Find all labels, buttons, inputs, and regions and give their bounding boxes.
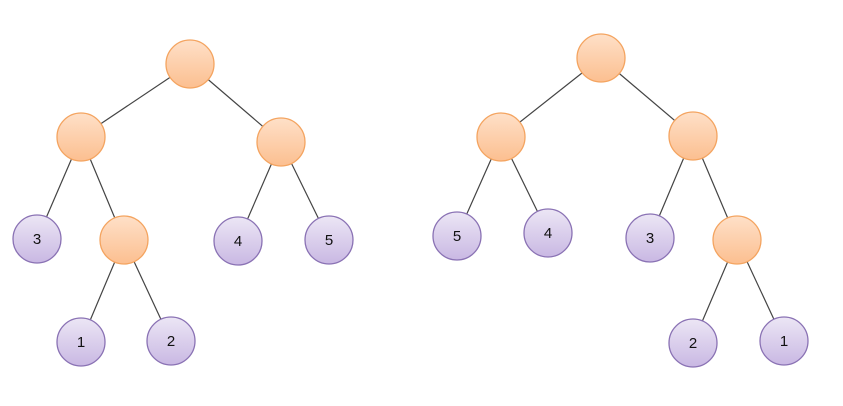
- node-label: 1: [77, 334, 85, 351]
- internal-node: [576, 33, 626, 83]
- node-circle: [668, 111, 718, 161]
- node-circle: [304, 215, 354, 265]
- node-label: 3: [646, 230, 654, 247]
- internal-node: [712, 215, 762, 265]
- node-circle: [213, 216, 263, 266]
- node-label: 1: [780, 333, 788, 350]
- node-circle: [146, 316, 196, 366]
- right-tree: 5 4 3 2 1: [432, 33, 809, 368]
- node-label: 4: [544, 225, 552, 242]
- leaf-node: 4: [213, 216, 263, 266]
- node-circle: [12, 214, 62, 264]
- node-label: 2: [167, 333, 175, 350]
- node-circle: [759, 316, 809, 366]
- leaf-node: 5: [432, 211, 482, 261]
- node-circle: [432, 211, 482, 261]
- internal-node: [668, 111, 718, 161]
- leaf-node: 1: [759, 316, 809, 366]
- internal-node: [165, 39, 215, 89]
- leaf-node: 2: [668, 318, 718, 368]
- node-circle: [476, 112, 526, 162]
- node-label: 3: [33, 231, 41, 248]
- node-circle: [99, 215, 149, 265]
- leaf-node: 1: [56, 317, 106, 367]
- node-circle: [523, 208, 573, 258]
- node-circle: [625, 213, 675, 263]
- leaf-node: 4: [523, 208, 573, 258]
- node-label: 2: [689, 335, 697, 352]
- node-label: 5: [325, 232, 333, 249]
- internal-node: [256, 117, 306, 167]
- internal-node: [476, 112, 526, 162]
- leaf-node: 3: [625, 213, 675, 263]
- node-circle: [165, 39, 215, 89]
- node-circle: [576, 33, 626, 83]
- leaf-node: 5: [304, 215, 354, 265]
- node-circle: [668, 318, 718, 368]
- node-label: 5: [453, 228, 461, 245]
- node-label: 4: [234, 233, 242, 250]
- leaf-node: 3: [12, 214, 62, 264]
- node-circle: [256, 117, 306, 167]
- internal-node: [99, 215, 149, 265]
- internal-node: [56, 112, 106, 162]
- left-tree: 3 4 5 1 2: [12, 39, 354, 367]
- leaf-node: 2: [146, 316, 196, 366]
- node-circle: [712, 215, 762, 265]
- node-circle: [56, 112, 106, 162]
- node-circle: [56, 317, 106, 367]
